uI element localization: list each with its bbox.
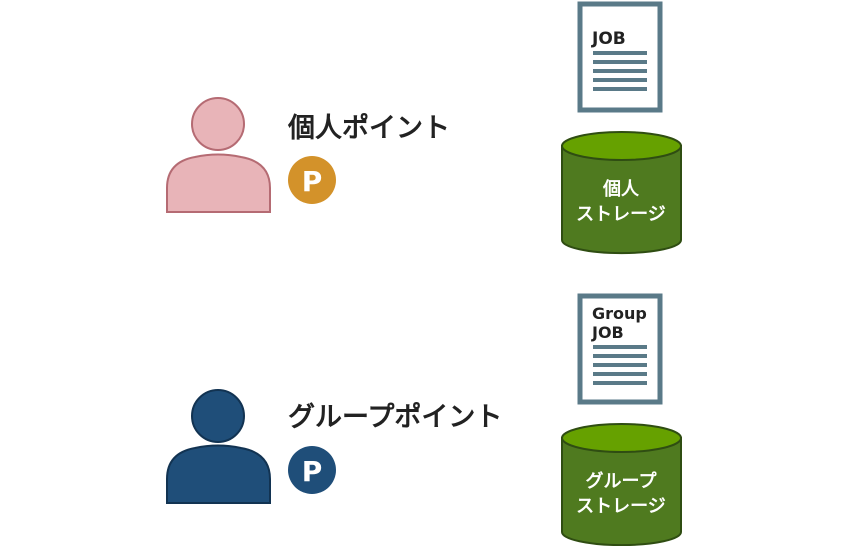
individual-job-label: JOB [591,29,626,49]
individual-storage-cylinder: 個人 ストレージ [561,131,682,255]
group-storage-label-line2: ストレージ [576,496,666,517]
individual-point-badge: P [288,156,336,204]
group-person-icon [166,389,271,504]
group-job-label-line2: JOB [591,323,624,342]
group-point-title: グループポイント [288,401,502,433]
group-job-label-line1: Group [592,304,647,323]
individual-job-document-icon: JOB [577,1,663,113]
group-badge-label: P [302,455,323,488]
individual-point-title: 個人ポイント [287,113,450,144]
group-storage-label-line1: グループ [586,470,658,492]
individual-badge-label: P [302,165,323,198]
group-storage-cylinder: グループ ストレージ [561,423,682,546]
individual-storage-label-line2: ストレージ [576,204,666,225]
group-section: グループポイント P Group JOB グループ ストレージ [166,293,682,546]
group-point-badge: P [288,446,336,494]
individual-person-icon [166,97,271,213]
individual-section: 個人ポイント P JOB 個人 ストレージ [166,1,682,255]
group-job-document-icon: Group JOB [577,293,663,405]
individual-storage-label-line1: 個人 [602,179,640,200]
